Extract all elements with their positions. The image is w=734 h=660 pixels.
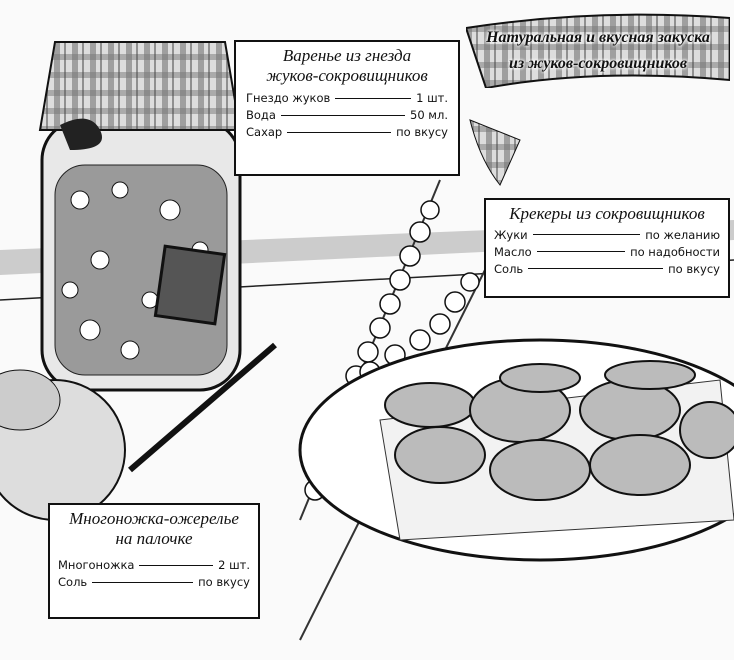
ingredient-row: Масло по надобности — [494, 245, 720, 259]
ingredient-row: Сахар по вкусу — [246, 125, 448, 139]
ingredient-row: Жуки по желанию — [494, 228, 720, 242]
ingredient-row: Многоножка 2 шт. — [58, 558, 250, 572]
recipe-title: Крекеры из сокровищников — [509, 204, 705, 223]
ingredient-name: Гнездо жуков — [246, 91, 331, 106]
ingredient-row: Вода 50 мл. — [246, 108, 448, 122]
ingredient-row: Соль по вкусу — [58, 575, 250, 589]
ingredient-amount: по вкусу — [668, 261, 720, 276]
ingredient-name: Соль — [58, 575, 88, 590]
ingredient-amount: по вкусу — [198, 575, 250, 590]
ingredient-amount: по желанию — [645, 227, 720, 242]
ingredient-amount: 2 шт. — [218, 558, 250, 573]
ingredient-name: Жуки — [494, 227, 528, 242]
ingredient-amount: по вкусу — [396, 125, 448, 140]
banner-tail — [469, 119, 521, 186]
ingredient-name: Сахар — [246, 125, 283, 140]
title-banner: Натуральная и вкусная закуска из жуков-с… — [466, 13, 730, 88]
ingredient-name: Масло — [494, 244, 532, 259]
recipe-title-line-2: жуков-сокровищников — [266, 65, 428, 85]
potatoes-and-spoon — [0, 342, 277, 521]
recipe-title-line-2: на палочке — [115, 528, 193, 548]
recipe-title-line-1: Многоножка-ожерелье — [69, 509, 239, 528]
ingredient-row: Гнездо жуков 1 шт. — [246, 91, 448, 105]
ingredient-amount: 50 мл. — [410, 108, 448, 123]
plaid-ribbon — [466, 13, 730, 88]
plate-of-coin-crackers — [298, 338, 734, 562]
banner-line-2: из жуков-сокровищников — [508, 55, 688, 72]
ingredient-name: Многоножка — [58, 558, 135, 573]
recipe-card-centipede: Многоножка-ожерелье на палочке Многоножк… — [48, 503, 260, 619]
recipe-title-line-1: Варенье из гнезда — [282, 46, 412, 65]
recipe-card-jam: Варенье из гнезда жуков-сокровищников Гн… — [234, 40, 460, 176]
plaid-lid-cover — [38, 41, 242, 131]
ingredient-name: Соль — [494, 261, 524, 276]
ingredient-amount: по надобности — [630, 244, 720, 259]
jam-jar — [38, 41, 242, 392]
ingredient-row: Соль по вкусу — [494, 262, 720, 276]
ingredient-amount: 1 шт. — [416, 91, 448, 106]
ingredient-name: Вода — [246, 108, 276, 123]
banner-line-1: Натуральная и вкусная закуска — [486, 29, 710, 46]
